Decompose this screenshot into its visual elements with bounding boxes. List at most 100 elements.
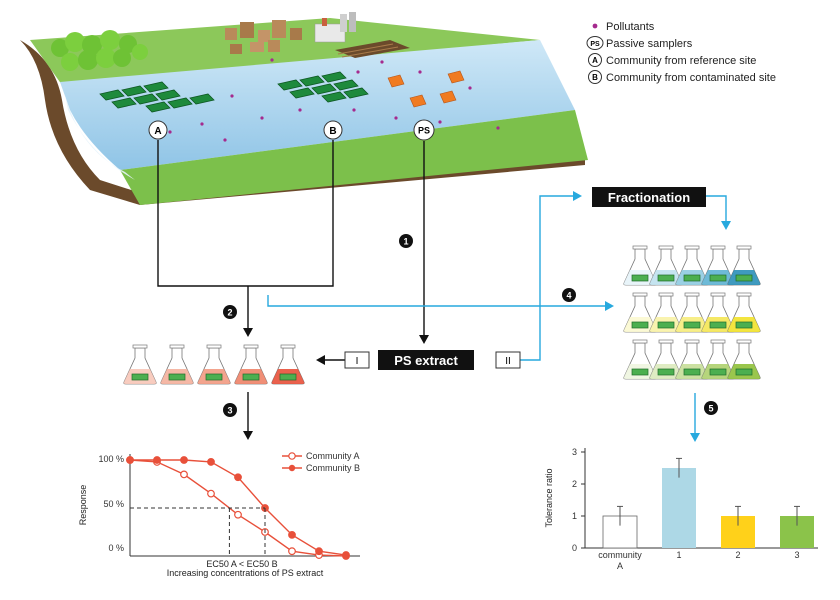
black-arrows — [157, 140, 429, 440]
exposure-flask — [234, 344, 268, 385]
step-badge-5-label: 5 — [708, 404, 713, 414]
community-a-point — [207, 489, 215, 498]
fractionation-label: Fractionation — [608, 190, 690, 205]
response-legend-b-label: Community B — [306, 463, 360, 473]
line-from-a — [157, 140, 248, 287]
route-1-label: I — [356, 356, 359, 367]
pollutant-dots — [168, 58, 500, 142]
tree-cluster — [51, 30, 148, 71]
exposure-flask — [197, 344, 231, 385]
community-b-point — [234, 473, 242, 482]
community-b-point — [180, 456, 188, 464]
fraction-flask — [649, 245, 683, 286]
ps-extract-box: PS extract — [378, 350, 474, 370]
fraction-flask — [701, 292, 735, 333]
community-b-point — [153, 456, 161, 464]
response-xlabel: Increasing concentrations of PS extract — [167, 568, 324, 578]
response-ytick-100: 100 % — [98, 454, 124, 464]
legend-pollutants: Pollutants — [606, 21, 655, 33]
ec50-comparison-label: EC50 A < EC50 B — [206, 559, 277, 569]
legend-b-symbol — [588, 70, 602, 84]
exposure-flask — [160, 344, 194, 385]
fraction-flask — [649, 339, 683, 380]
community-b-point — [288, 530, 296, 539]
step-badge-1: 1 — [399, 234, 413, 248]
response-plot-area — [126, 456, 350, 560]
tolerance-bar — [662, 468, 696, 548]
community-a-point — [180, 470, 188, 479]
arrow-step-4 — [267, 295, 614, 311]
route-1-box: I — [344, 351, 370, 369]
ps-extract-label: PS extract — [394, 353, 458, 368]
response-legend-a-label: Community A — [306, 451, 360, 461]
fraction-flask — [701, 339, 735, 380]
step-badge-3: 3 — [223, 403, 237, 417]
legend: Pollutants PS Passive samplers A Communi… — [586, 21, 776, 84]
tolerance-category-label: A — [617, 561, 623, 571]
tolerance-category-label: 3 — [794, 550, 799, 560]
legend-ps-symbol — [586, 36, 604, 50]
pollutant-legend-dot — [592, 23, 598, 29]
tolerance-category-label: 2 — [735, 550, 740, 560]
community-b-point — [126, 456, 134, 464]
site-marker-b-label: B — [329, 126, 336, 137]
route-2-label: II — [505, 356, 511, 367]
response-legend-b-marker — [288, 464, 296, 472]
site-marker-ps: PS — [413, 119, 435, 141]
community-b-point — [207, 458, 215, 466]
site-marker-a: A — [148, 120, 168, 140]
route-2-box: II — [495, 351, 521, 369]
exposure-flask — [123, 344, 157, 385]
legend-a-symbol-label: A — [592, 56, 598, 65]
legend-ps-symbol-label: PS — [590, 41, 600, 48]
fraction-flask — [727, 339, 761, 380]
arrow-route-2 — [520, 191, 582, 361]
arrow-fractionation-down — [706, 195, 731, 230]
fraction-flask — [701, 245, 735, 286]
step-badge-4-label: 4 — [566, 291, 571, 301]
exposure-flask — [271, 344, 305, 385]
step-badge-1-label: 1 — [403, 237, 408, 247]
step-badge-4: 4 — [562, 288, 576, 302]
tolerance-ytick-label: 3 — [572, 447, 577, 457]
legend-contam-site: Community from contaminated site — [606, 72, 776, 84]
fraction-flask — [727, 245, 761, 286]
tolerance-ytick-label: 1 — [572, 511, 577, 521]
town-buildings — [225, 20, 302, 54]
tolerance-category-label: 1 — [676, 550, 681, 560]
fraction-flask — [623, 245, 657, 286]
legend-b-symbol-label: B — [592, 73, 598, 82]
biofilm-plates-right — [277, 71, 369, 103]
river-water — [60, 40, 575, 170]
community-b-point — [342, 551, 350, 559]
top-grass — [30, 18, 540, 85]
fraction-flask — [623, 339, 657, 380]
fraction-flask — [623, 292, 657, 333]
tolerance-ytick-label: 0 — [572, 543, 577, 553]
fractionation-box: Fractionation — [592, 187, 706, 207]
site-marker-a-label: A — [154, 126, 161, 137]
response-chart: 100 % 50 % 0 % Response Increasing conce… — [78, 451, 360, 578]
step-badge-5: 5 — [704, 401, 718, 415]
blue-arrows — [267, 191, 731, 442]
crop-fields — [335, 40, 410, 58]
fraction-flask — [727, 292, 761, 333]
step-badge-3-label: 3 — [227, 406, 232, 416]
legend-a-symbol — [588, 53, 602, 67]
landscape: A B PS — [20, 12, 588, 205]
exposure-flasks — [123, 344, 305, 385]
response-legend-a-marker — [288, 452, 296, 460]
passive-sampler-plates — [387, 70, 465, 108]
site-marker-b: B — [323, 120, 343, 140]
legend-passive-samplers: Passive samplers — [606, 38, 693, 50]
fraction-flasks — [623, 245, 761, 380]
response-ytick-50: 50 % — [103, 499, 124, 509]
step-badge-2-label: 2 — [227, 308, 232, 318]
step-badge-2: 2 — [223, 305, 237, 319]
community-b-point — [315, 547, 323, 556]
front-grass — [120, 110, 588, 205]
community-a-point — [288, 547, 296, 556]
factory — [314, 12, 356, 43]
tolerance-category-label: community — [598, 550, 642, 560]
